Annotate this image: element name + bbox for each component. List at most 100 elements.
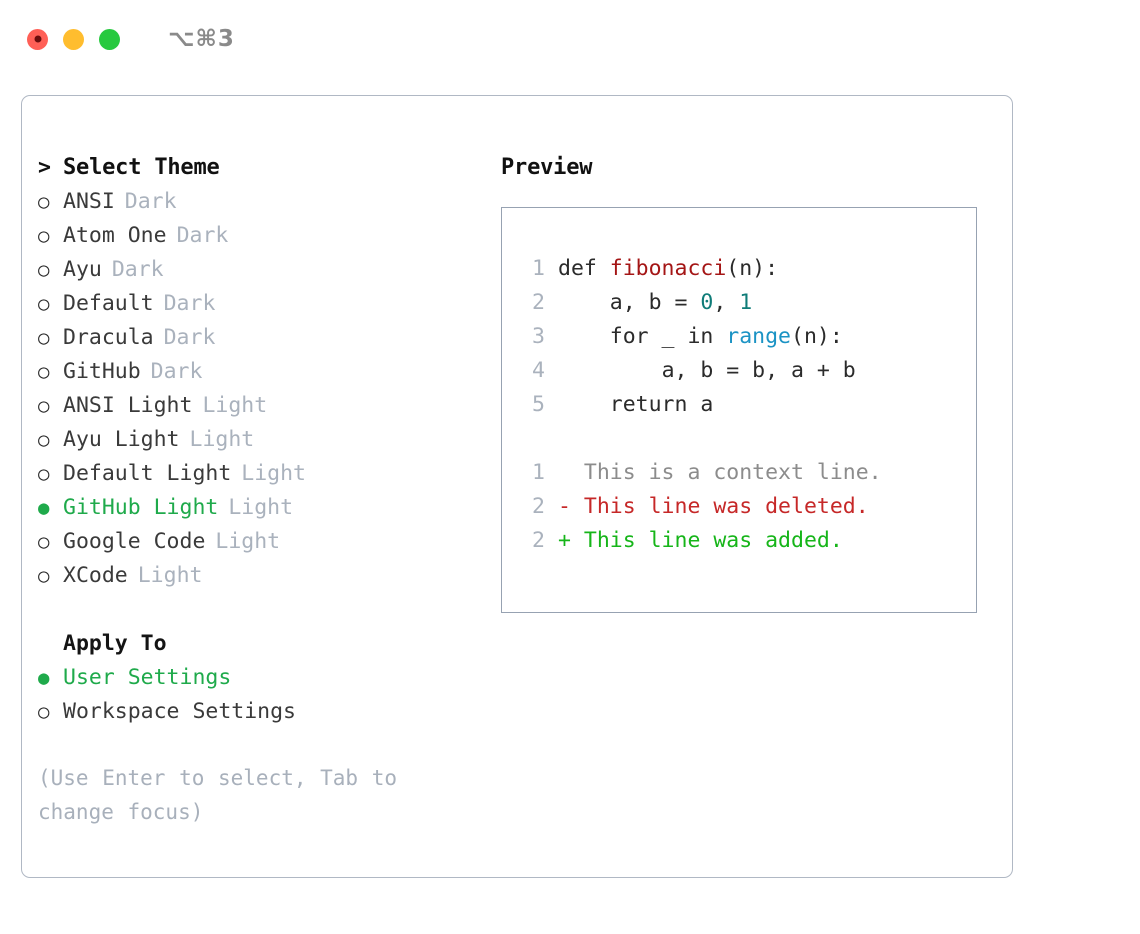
diff-line-number: 2 [532,528,545,553]
theme-name: GitHub [63,359,141,384]
radio-unselected-icon[interactable]: ○ [38,429,50,451]
theme-list-item[interactable]: ○ Atom One Dark [38,219,483,253]
window-title: ⌥⌘3 [168,26,235,52]
code-line-text: def fibonacci(n): [558,252,778,286]
apply-to-header: ○ Apply To [38,627,483,661]
radio-unselected-icon[interactable]: ○ [38,701,50,723]
apply-to-list: ● User Settings ○Workspace Settings [38,661,483,729]
apply-to-label: Apply To [63,631,167,656]
theme-name: Default Light [63,461,232,486]
preview-title: Preview [501,155,593,180]
diff-line-text: + This line was added. [558,528,843,553]
code-token-plain: return a [609,392,714,417]
diff-line-number: 1 [532,460,545,485]
theme-kind-badge: Dark [163,291,216,316]
radio-unselected-icon[interactable]: ○ [38,531,50,553]
diff-sample: 1 This is a context line. 2 - This line wa… [502,456,976,558]
theme-list-item[interactable]: ○ XCode Light [38,559,483,593]
theme-list-item[interactable]: ○ Dracula Dark [38,321,483,355]
code-line-number: 1 [532,256,545,281]
code-token-plain: , [713,290,740,315]
theme-kind-badge: Light [137,563,203,588]
section-spacer [38,593,483,627]
code-line-text: a, b = b, a + b [558,354,856,388]
diff-line-text: This is a context line. [558,460,882,485]
diff-line: 2 - This line was deleted. [502,490,976,524]
theme-kind-badge: Light [228,495,294,520]
theme-list-item[interactable]: ○ ANSI Light Light [38,389,483,423]
theme-name: XCode [63,563,128,588]
theme-kind-badge: Light [189,427,255,452]
code-token-plain: a, b = b, a + b [661,358,856,383]
select-theme-header: > Select Theme [38,151,483,185]
diff-line: 2 + This line was added. [502,524,976,558]
apply-to-item[interactable]: ● User Settings [38,661,483,695]
radio-selected-icon[interactable]: ● [38,667,50,689]
code-line-text: for _ in range(n): [558,320,843,354]
theme-kind-badge: Dark [150,359,203,384]
theme-name: Atom One [63,223,167,248]
code-line-number: 3 [532,324,545,349]
radio-selected-icon[interactable]: ● [38,497,50,519]
code-line-text: return a [558,388,714,422]
code-token-fn: fibonacci [609,256,727,281]
code-line: 5 return a [502,388,976,422]
radio-unselected-icon[interactable]: ○ [38,327,50,349]
radio-unselected-icon[interactable]: ○ [38,361,50,383]
diff-line: 1 This is a context line. [502,456,976,490]
theme-name: Dracula [63,325,154,350]
minimize-button-icon[interactable] [63,28,84,50]
code-line-number: 2 [532,290,545,315]
radio-unselected-icon[interactable]: ○ [38,565,50,587]
radio-unselected-icon[interactable]: ○ [38,259,50,281]
code-token-plain: def [558,256,610,281]
theme-name: ANSI Light [63,393,193,418]
traffic-light-group [27,28,120,50]
theme-list-item[interactable]: ○ Google Code Light [38,525,483,559]
diff-line-number: 2 [532,494,545,519]
code-token-plain: (n): [726,256,779,281]
code-line: 1 def fibonacci(n): [502,252,976,286]
code-line: 2 a, b = 0, 1 [502,286,976,320]
apply-to-label: User Settings [63,665,232,690]
theme-name: Google Code [63,529,206,554]
prompt-caret-icon: > [38,155,51,180]
code-token-num: 1 [739,290,753,315]
theme-kind-badge: Light [202,393,268,418]
theme-kind-badge: Dark [176,223,229,248]
blank-marker-icon: ○ [38,627,63,661]
radio-unselected-icon[interactable]: ○ [38,191,50,213]
theme-list-item[interactable]: ○ GitHub Dark [38,355,483,389]
close-button-icon[interactable] [27,28,48,50]
theme-name: Ayu [63,257,102,282]
code-line-number: 5 [532,392,545,417]
code-token-call: range [726,324,792,349]
theme-kind-badge: Light [215,529,281,554]
radio-unselected-icon[interactable]: ○ [38,463,50,485]
code-token-plain: for _ in [609,324,727,349]
radio-unselected-icon[interactable]: ○ [38,225,50,247]
theme-name: GitHub Light [63,495,219,520]
diff-line-text: - This line was deleted. [558,494,869,519]
theme-list-item[interactable]: ● GitHub Light Light [38,491,483,525]
radio-unselected-icon[interactable]: ○ [38,293,50,315]
theme-kind-badge: Dark [163,325,216,350]
apply-to-item[interactable]: ○Workspace Settings [38,695,483,729]
maximize-button-icon[interactable] [99,28,120,50]
title-bar: ⌥⌘3 [0,0,1140,78]
theme-list-item[interactable]: ○ Ayu Dark [38,253,483,287]
code-line: 4 a, b = b, a + b [502,354,976,388]
theme-kind-badge: Dark [111,257,164,282]
theme-kind-badge: Dark [124,189,177,214]
radio-unselected-icon[interactable]: ○ [38,395,50,417]
